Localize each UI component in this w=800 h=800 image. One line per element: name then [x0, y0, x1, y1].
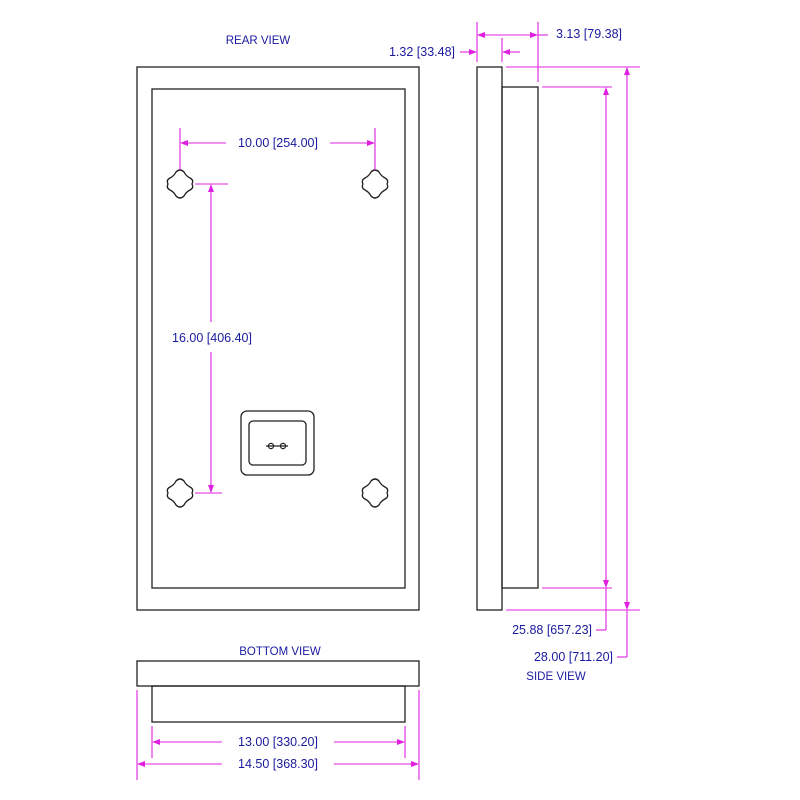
bottom-outer-frame [136, 660, 420, 687]
dim-mount-horizontal [179, 128, 376, 170]
side-view-label: SIDE VIEW [526, 671, 586, 683]
side-total-depth-label: 3.13 [79.38] [556, 27, 622, 41]
mount-horizontal-label: 10.00 [254.00] [238, 136, 318, 150]
keyhole-slot-bottom-right [361, 478, 389, 508]
rear-outer-frame [136, 66, 420, 611]
dim-side-outer-height [506, 66, 640, 658]
bottom-outer-width-label: 14.50 [368.30] [238, 757, 318, 771]
keyhole-slot-top-left [166, 169, 194, 199]
bottom-view-label: BOTTOM VIEW [239, 646, 321, 658]
side-inner-height-label: 25.88 [657.23] [512, 623, 592, 637]
bottom-inner-box [151, 685, 406, 723]
side-outer-height-label: 28.00 [711.20] [534, 650, 613, 664]
bottom-view: BOTTOM VIEW 13.00 [330.20] 14.50 [368.30… [136, 646, 420, 780]
rear-view-label: REAR VIEW [226, 35, 291, 47]
rear-view: REAR VIEW 10.00 [254.00] [136, 35, 420, 611]
keyhole-slot-top-right [361, 169, 389, 199]
dim-side-inner-height [542, 86, 612, 631]
dim-bottom-inner-width [151, 726, 406, 758]
side-front-panel [476, 66, 503, 611]
rear-inner-panel [151, 88, 406, 589]
dim-side-depth [460, 22, 548, 82]
keyhole-slot-bottom-left [166, 478, 194, 508]
mount-vertical-label: 16.00 [406.40] [172, 331, 252, 345]
side-front-depth-label: 1.32 [33.48] [389, 45, 455, 59]
side-rear-box [501, 86, 539, 589]
bottom-inner-width-label: 13.00 [330.20] [238, 735, 318, 749]
dim-bottom-outer-width [136, 690, 420, 780]
power-connector-icon [240, 410, 315, 476]
dim-mount-vertical [195, 183, 228, 494]
side-view: 3.13 [79.38] 1.32 [33.48] 25.88 [657.23]… [389, 22, 640, 683]
